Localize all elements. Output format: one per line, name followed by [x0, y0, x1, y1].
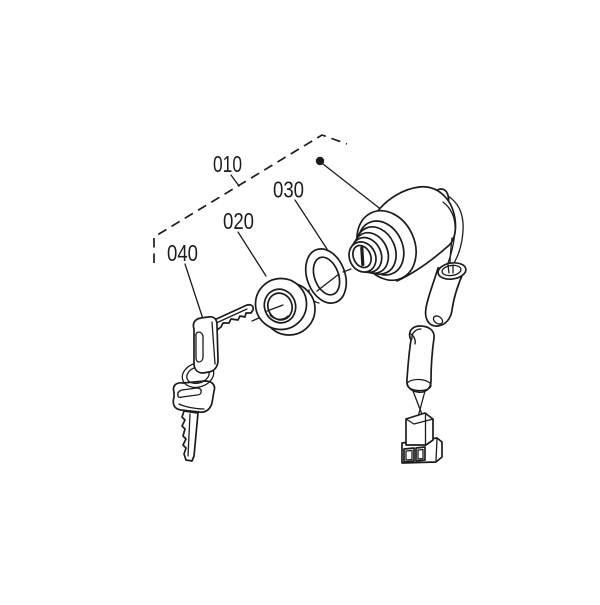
alignment-axis: [251, 268, 352, 322]
axis-segment-key-to-grommet: [251, 317, 260, 322]
lower-key: [172, 380, 216, 462]
boot-crimp-line: [410, 333, 416, 345]
terminal-socket-2-inner: [417, 448, 424, 460]
lower-key-slot: [177, 387, 202, 399]
part-number-text[interactable]: 020: [223, 208, 254, 234]
keyhole-slot: [360, 246, 365, 267]
leader-line: [237, 231, 267, 277]
leader-line: [184, 263, 204, 320]
rubber-boot-lower: [406, 325, 435, 393]
upper-key: [192, 303, 255, 374]
leader-line: [230, 174, 240, 187]
washer: [304, 248, 348, 304]
wire-stub-1: [447, 264, 450, 274]
lead-wire-1: [412, 390, 424, 418]
lower-key-blade: [181, 410, 199, 462]
part-number-text[interactable]: 010: [213, 151, 242, 177]
part-number-text[interactable]: 040: [167, 240, 198, 266]
wire-pair-right-edge: [447, 195, 464, 267]
connector-upper-housing: [405, 412, 434, 446]
connector-plug: [401, 412, 443, 464]
connector-corner-edge: [435, 438, 438, 462]
axis-segment-in-washer: [316, 273, 340, 292]
key-set: [172, 303, 255, 462]
terminal-socket-1-inner: [405, 449, 413, 461]
washer-inner-edge: [312, 256, 341, 296]
axis-segment-in-grommet: [266, 304, 284, 312]
boot-mouth-inner: [441, 264, 462, 277]
grommet-bore-depth-arc: [269, 314, 289, 320]
wire-harness: [401, 195, 467, 464]
leader-line: [294, 199, 328, 250]
grommet: [254, 277, 316, 336]
lower-key-blade-groove: [187, 413, 191, 457]
upper-key-blade-groove: [213, 308, 248, 325]
lower-key-head: [172, 380, 216, 414]
boot-bottom-rim: [406, 378, 432, 392]
part-label-010[interactable]: 010: [213, 151, 242, 187]
callout-dot-010: [315, 156, 384, 212]
wire-pair-seam: [449, 237, 453, 264]
rubber-boot-upper: [424, 267, 465, 327]
axis-segment-to-face: [342, 268, 352, 273]
part-label-030[interactable]: 030: [273, 177, 328, 250]
lead-wire-2: [417, 390, 426, 418]
upper-key-slot: [195, 331, 204, 363]
connector-top-face-edge: [405, 418, 434, 425]
callout-box-010: [153, 134, 348, 263]
part-number-text[interactable]: 030: [273, 177, 304, 203]
boot-fold-line: [411, 328, 422, 340]
upper-key-head: [192, 315, 219, 374]
boot-end-opening: [432, 315, 444, 325]
leader-line: [322, 163, 384, 212]
lower-key-head-line: [178, 403, 205, 410]
part-label-040[interactable]: 040: [167, 240, 204, 320]
part-label-020[interactable]: 020: [223, 208, 267, 277]
callout-dot: [315, 156, 325, 166]
upper-key-head-line: [211, 321, 216, 365]
key-switch-body: [348, 186, 457, 282]
dashed-boundary-line: [153, 134, 348, 263]
